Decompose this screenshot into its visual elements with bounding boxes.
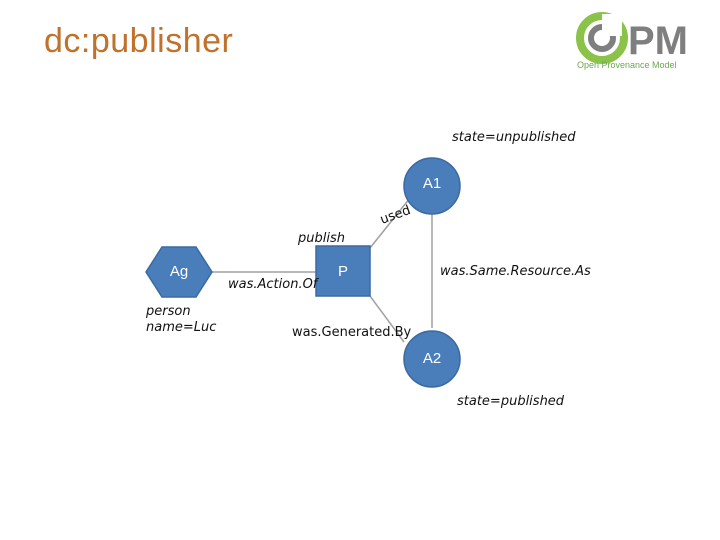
slide-title: dc:publisher <box>44 22 234 60</box>
agent-annotation-person: person <box>146 304 191 319</box>
logo-mark: PM <box>628 19 688 63</box>
edge-label-was-generated-by: was.Generated.By <box>292 325 412 340</box>
swirl-logo-icon <box>576 12 628 64</box>
agent-node <box>145 246 213 298</box>
process-annotation: publish <box>298 231 345 246</box>
artifact-a1-annotation: state=unpublished <box>452 130 576 145</box>
edge-used <box>369 197 411 249</box>
edge-was-generated-by <box>369 295 405 343</box>
process-node <box>315 245 371 297</box>
opm-logo: PM <box>576 12 688 64</box>
edge-label-was-action-of: was.Action.Of <box>228 277 318 292</box>
logo-subtitle: Open Provenance Model <box>577 60 677 70</box>
edge-label-used: used <box>378 203 413 228</box>
artifact-a2-label: A2 <box>422 350 442 367</box>
artifact-a2-node <box>403 330 461 388</box>
artifact-a1-node <box>403 157 461 215</box>
edge-label-was-same-resource-as: was.Same.Resource.As <box>440 264 591 279</box>
agent-node-label: Ag <box>169 263 189 280</box>
agent-annotation-name: name=Luc <box>146 320 217 335</box>
artifact-a1-label: A1 <box>422 175 442 192</box>
artifact-a2-annotation: state=published <box>457 394 565 409</box>
process-node-label: P <box>337 263 348 280</box>
